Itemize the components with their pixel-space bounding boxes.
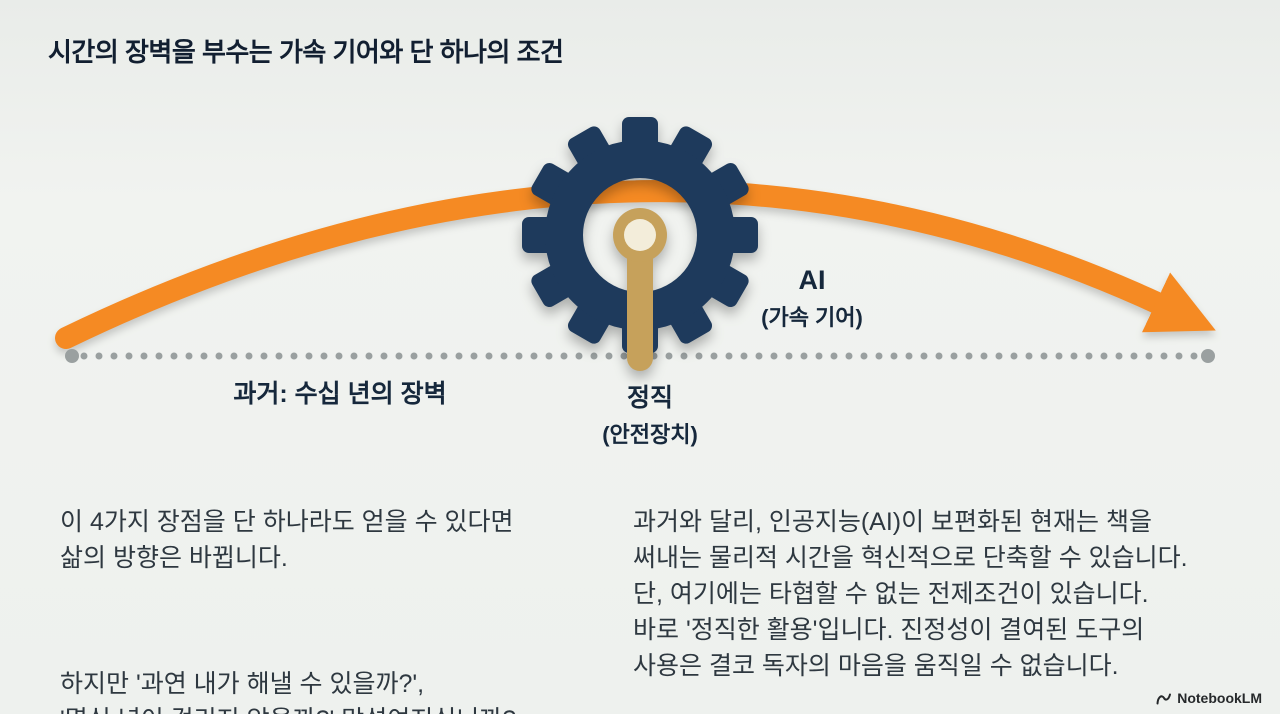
left-paragraph-2: 하지만 '과연 내가 해낼 수 있을까?', '몇십 년이 걸리지 않을까?' … — [60, 670, 516, 714]
timeline-endpoint-left — [65, 349, 79, 363]
ai-gear-label-group: AI (가속 기어) — [732, 265, 892, 332]
notebooklm-badge: NotebookLM — [1156, 690, 1262, 706]
past-barrier-label-group: 과거: 수십 년의 장벽 — [190, 374, 490, 410]
ai-sublabel: (가속 기어) — [761, 304, 863, 330]
timeline-endpoint-right — [1201, 349, 1215, 363]
right-paragraph: 과거와 달리, 인공지능(AI)이 보편화된 현재는 책을 써내는 물리적 시간… — [633, 508, 1188, 680]
honesty-sublabel: (안전장치) — [602, 422, 698, 447]
ai-label: AI — [798, 265, 826, 295]
body-text-right: 과거와 달리, 인공지능(AI)이 보편화된 현재는 책을 써내는 물리적 시간… — [633, 468, 1258, 714]
body-text-left: 이 4가지 장점을 단 하나라도 얻을 수 있다면 삶의 방향은 바뀝니다. 하… — [60, 468, 635, 714]
acceleration-arrow — [55, 180, 1216, 349]
gear-icon — [522, 117, 758, 371]
pendulum-icon — [627, 229, 653, 371]
left-paragraph-1: 이 4가지 장점을 단 하나라도 얻을 수 있다면 삶의 방향은 바뀝니다. — [60, 508, 514, 572]
past-barrier-label: 과거: 수십 년의 장벽 — [233, 380, 447, 408]
page-title: 시간의 장벽을 부수는 가속 기어와 단 하나의 조건 — [48, 37, 564, 67]
notebooklm-label: NotebookLM — [1177, 690, 1262, 706]
notebooklm-logo-icon — [1156, 693, 1172, 704]
honesty-label-group: 정직 (안전장치) — [565, 378, 735, 449]
honesty-label: 정직 — [626, 384, 673, 412]
